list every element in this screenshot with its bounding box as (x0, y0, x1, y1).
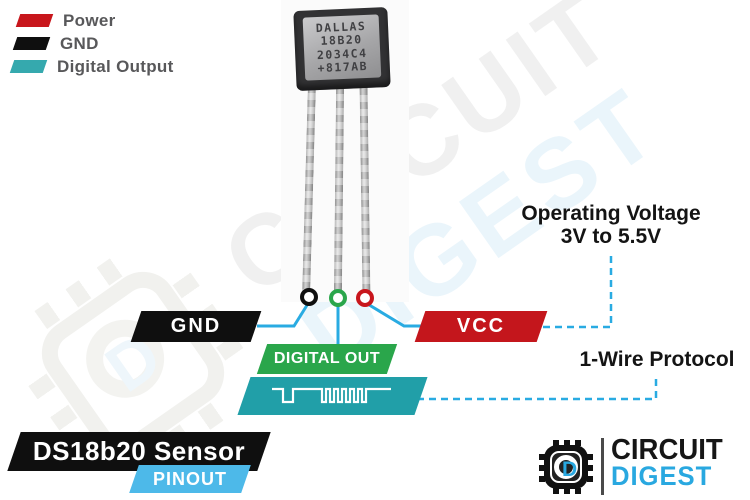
digital-out-label-plate: DIGITAL OUT (262, 344, 392, 374)
logo-monogram-d: D (562, 458, 578, 481)
wire-vcc (365, 301, 424, 328)
digital-waveform-icon (272, 387, 391, 404)
logo-chip-pins-right (587, 454, 593, 482)
digital-output-color-swatch (9, 60, 48, 73)
legend: Power GND Digital Output (9, 9, 174, 78)
brand-word-circuit: CIRCUIT (611, 434, 723, 466)
callout-line-protocol (417, 374, 658, 401)
gnd-color-swatch (12, 37, 51, 50)
digital-waveform-plate (244, 377, 421, 415)
power-color-swatch (15, 14, 54, 27)
logo-divider (601, 438, 604, 495)
wire-gnd (257, 301, 311, 328)
pin-terminal-data (329, 289, 347, 307)
vcc-label: VCC (456, 315, 506, 337)
legend-item-gnd: GND (12, 32, 174, 55)
operating-voltage-callout: Operating Voltage 3V to 5.5V (505, 202, 717, 248)
legend-label-power: Power (63, 10, 116, 30)
legend-item-digital-output: Digital Output (9, 55, 174, 78)
diagram-title: DS18b20 Sensor (32, 436, 246, 466)
operating-voltage-line2: 3V to 5.5V (560, 225, 662, 248)
legend-label-digital-output: Digital Output (57, 56, 174, 76)
callout-line-voltage (543, 253, 613, 329)
logo-chip-pins-bottom (553, 488, 581, 494)
legend-label-gnd: GND (60, 33, 99, 53)
pin-terminal-gnd (300, 288, 318, 306)
logo-chip-pins-top (553, 440, 581, 446)
diagram-subtitle: PINOUT (152, 468, 227, 489)
one-wire-protocol-callout: 1-Wire Protocol (579, 348, 735, 371)
digital-out-label: DIGITAL OUT (273, 350, 381, 367)
operating-voltage-line1: Operating Voltage (521, 202, 701, 225)
logo-chip-pins-left (539, 454, 545, 482)
diagram-subtitle-plate: PINOUT (134, 465, 246, 493)
brand-word-digest: DIGEST (611, 461, 713, 491)
gnd-label-plate: GND (136, 311, 256, 342)
vcc-label-plate: VCC (420, 311, 542, 342)
logo-monogram-c (554, 455, 578, 479)
logo-chip-icon: D (539, 440, 593, 494)
gnd-label: GND (170, 315, 222, 337)
legend-item-power: Power (12, 9, 174, 32)
pin-terminal-vcc (356, 289, 374, 307)
